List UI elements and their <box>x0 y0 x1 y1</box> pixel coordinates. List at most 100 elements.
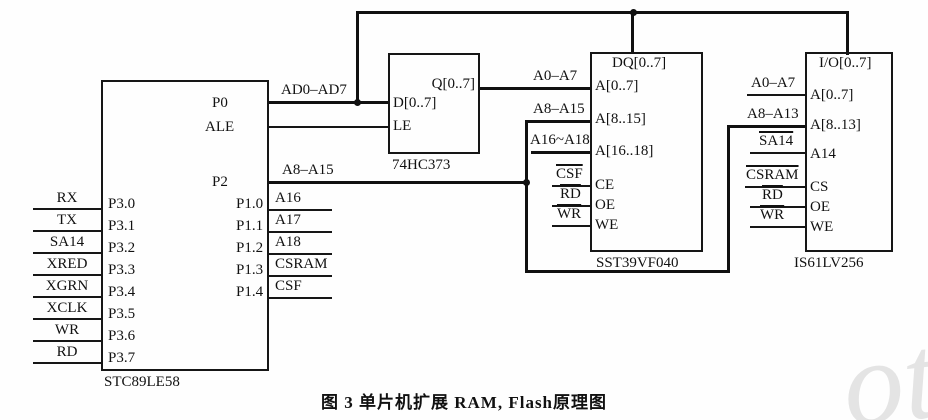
mcu-pin-p3-4: P3.4 <box>108 284 136 300</box>
flash-pin-we: WE <box>595 217 619 233</box>
wire-top-data-bus <box>356 11 849 14</box>
label-a16: A16 <box>275 190 301 206</box>
flash-pin-a0-7: A[0..7] <box>595 78 639 94</box>
label-ad0-ad7: AD0–AD7 <box>281 82 347 98</box>
latch-pin-le: LE <box>393 118 412 134</box>
wire-a8-bus-vertical-left <box>525 120 528 273</box>
label-wr-flash: WR <box>557 206 582 222</box>
wire-flash-a16-18 <box>531 151 590 154</box>
label-xred: XRED <box>46 256 88 272</box>
ram-block <box>805 52 893 252</box>
wire-sa14 <box>33 252 101 254</box>
flash-block <box>590 52 703 252</box>
mcu-pin-p3-1: P3.1 <box>108 218 136 234</box>
flash-pin-a16-18: A[16..18] <box>595 143 654 159</box>
mcu-pin-p1-0: P1.0 <box>236 196 264 212</box>
wire-flash-wr <box>552 225 590 227</box>
latch-pin-q: Q[0..7] <box>431 76 475 92</box>
figure-caption: 图 3 单片机扩展 RAM, Flash原理图 <box>320 393 608 412</box>
ram-pin-we: WE <box>810 219 834 235</box>
wire-ale <box>269 126 389 128</box>
latch-block <box>388 53 480 154</box>
wire-flash-csf <box>552 185 590 187</box>
flash-pin-oe: OE <box>595 197 615 213</box>
mcu-pin-p2: P2 <box>212 174 228 190</box>
mcu-pin-p3-2: P3.2 <box>108 240 136 256</box>
wire-flash-a8-15 <box>525 120 590 123</box>
flash-pin-ce: CE <box>595 177 615 193</box>
mcu-pin-ale: ALE <box>205 119 235 135</box>
mcu-pin-p3-5: P3.5 <box>108 306 136 322</box>
wire-ram-csram <box>745 186 805 188</box>
flash-block-name: SST39VF040 <box>596 255 679 271</box>
wire-p2-a8-a15-bus <box>269 181 528 184</box>
flash-pin-a8-15: A[8..15] <box>595 111 646 127</box>
label-tx: TX <box>57 212 77 228</box>
ram-pin-cs: CS <box>810 179 829 195</box>
wire-ad0-ad7-bus <box>269 101 389 104</box>
label-rd-ram: RD <box>762 187 783 203</box>
label-a17: A17 <box>275 212 301 228</box>
flash-pin-dq: DQ[0..7] <box>612 55 667 71</box>
wire-a8-bus-bottom <box>525 270 730 273</box>
wire-ram-a0-7 <box>747 94 805 96</box>
mcu-pin-p1-1: P1.1 <box>236 218 264 234</box>
label-csram-out: CSRAM <box>275 256 328 272</box>
wire-rd <box>33 362 101 364</box>
wire-ram-wr <box>750 226 805 228</box>
mcu-pin-p0: P0 <box>212 95 228 111</box>
wire-csf-out <box>269 297 332 299</box>
wire-xclk <box>33 318 101 320</box>
label-rx: RX <box>56 190 78 206</box>
latch-pin-d: D[0..7] <box>393 95 437 111</box>
wire-ram-sa14 <box>750 152 805 154</box>
mcu-pin-p3-3: P3.3 <box>108 262 136 278</box>
wire-a8-bus-vertical-right <box>727 125 730 273</box>
wire-xgrn <box>33 296 101 298</box>
label-wr: WR <box>54 322 80 338</box>
label-a8-a15-flash: A8–A15 <box>533 101 585 117</box>
label-csf-flash: CSF <box>556 166 583 182</box>
label-a18: A18 <box>275 234 301 250</box>
label-a8-a15-p2: A8–A15 <box>282 162 334 178</box>
mcu-block-name: STC89LE58 <box>104 374 180 390</box>
label-sa14: SA14 <box>49 234 85 250</box>
label-csram-ram: CSRAM <box>746 167 799 183</box>
wire-ram-a8-13 <box>727 125 805 128</box>
junction-dot-p2 <box>523 179 530 186</box>
ram-pin-oe: OE <box>810 199 830 215</box>
wire-a17 <box>269 231 332 233</box>
mcu-pin-p1-4: P1.4 <box>236 284 264 300</box>
ram-block-name: IS61LV256 <box>794 255 864 271</box>
label-rd-flash: RD <box>560 186 581 202</box>
label-csf-out: CSF <box>275 278 302 294</box>
mcu-pin-p3-0: P3.0 <box>108 196 136 212</box>
wire-wr <box>33 340 101 342</box>
mcu-pin-p1-3: P1.3 <box>236 262 264 278</box>
ram-pin-a8-13: A[8..13] <box>810 117 861 133</box>
wire-p0-riser <box>356 11 359 105</box>
wire-tx <box>33 230 101 232</box>
label-sa14-ram: SA14 <box>759 133 794 149</box>
wire-flash-rd <box>552 205 590 207</box>
wire-ram-rd <box>750 206 805 208</box>
wire-drop-ram-io <box>846 11 849 55</box>
label-a8-a13: A8–A13 <box>747 106 799 122</box>
label-xgrn: XGRN <box>45 278 89 294</box>
mcu-pin-p3-6: P3.6 <box>108 328 136 344</box>
ram-pin-a0-7: A[0..7] <box>810 87 854 103</box>
label-a16-a18: A16~A18 <box>530 132 590 148</box>
mcu-pin-p3-7: P3.7 <box>108 350 136 366</box>
latch-block-name: 74HC373 <box>392 157 451 173</box>
wire-q-a0-a7-bus <box>480 87 590 90</box>
wire-a18 <box>269 253 332 255</box>
label-a0-a7-flash: A0–A7 <box>533 68 578 84</box>
wire-drop-flash-dq <box>631 11 634 54</box>
mcu-block <box>101 80 269 371</box>
mcu-pin-p1-2: P1.2 <box>236 240 264 256</box>
label-wr-ram: WR <box>760 207 785 223</box>
watermark: ot <box>835 309 928 420</box>
label-a0-a7-ram: A0–A7 <box>751 75 796 91</box>
junction-dot-top <box>630 9 637 16</box>
